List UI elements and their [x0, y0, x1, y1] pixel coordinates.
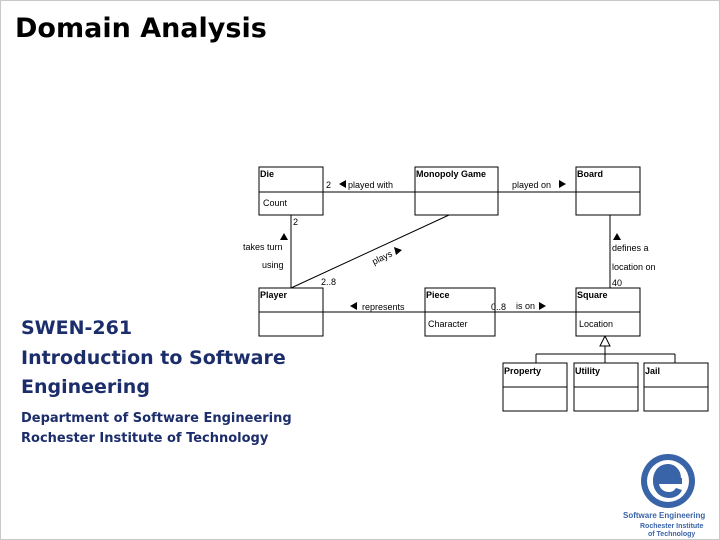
label-takes-turn: takes turn — [243, 242, 283, 252]
logo-text-line3: of Technology — [648, 531, 695, 538]
label-played-on: played on — [512, 180, 551, 190]
mult-board-square: 40 — [612, 278, 622, 288]
generalization-arrowhead — [599, 334, 611, 347]
label-using: using — [262, 260, 284, 270]
class-name-monopoly-game: Monopoly Game — [416, 169, 486, 179]
class-die — [258, 166, 324, 216]
label-defines-a: defines a — [612, 243, 649, 253]
label-represents: represents — [362, 302, 405, 312]
arrow-played-with — [339, 180, 346, 188]
course-name-line1: Introduction to Software — [21, 347, 286, 369]
label-is-on: is on — [516, 301, 535, 311]
class-name-player: Player — [260, 290, 288, 300]
arrow-defines-a — [613, 233, 621, 240]
class-name-jail: Jail — [645, 366, 660, 376]
class-name-die: Die — [260, 169, 274, 179]
uml-class-diagram: Die Monopoly Game Board Player Piece Squ… — [243, 166, 709, 412]
logo-text-line1: Software Engineering — [623, 511, 705, 520]
course-code: SWEN-261 — [21, 317, 133, 339]
label-played-with: played with — [348, 180, 393, 190]
class-name-square: Square — [577, 290, 608, 300]
class-monopoly-game — [414, 166, 499, 216]
class-name-property: Property — [504, 366, 541, 376]
class-board — [575, 166, 641, 216]
arrow-played-on — [559, 180, 566, 188]
class-piece — [424, 287, 496, 337]
class-property — [502, 362, 568, 412]
institute-name: Rochester Institute of Technology — [21, 431, 269, 446]
arrow-plays — [394, 247, 402, 255]
attribute-square-location: Location — [579, 319, 613, 329]
mult-die-end: 2 — [293, 217, 298, 227]
assoc-line-player-game — [290, 214, 450, 289]
class-name-board: Board — [577, 169, 603, 179]
software-engineering-logo: Software Engineering Rochester Institute… — [623, 454, 705, 538]
arrow-takes-turn — [280, 233, 288, 240]
arrow-is-on — [539, 302, 546, 310]
class-name-utility: Utility — [575, 366, 600, 376]
class-player — [258, 287, 324, 337]
attribute-die-count: Count — [263, 198, 288, 208]
arrow-represents — [350, 302, 357, 310]
mult-game-die: 2 — [326, 180, 331, 190]
class-jail — [643, 362, 709, 412]
class-square — [575, 287, 641, 337]
logo-text-line2: Rochester Institute — [640, 523, 704, 530]
logo-se-glyph — [653, 464, 682, 498]
class-utility — [573, 362, 639, 412]
department-name: Department of Software Engineering — [21, 411, 292, 426]
label-location-on: location on — [612, 262, 656, 272]
attribute-piece-character: Character — [428, 319, 468, 329]
course-name-line2: Engineering — [21, 376, 150, 398]
label-plays: plays — [370, 248, 394, 266]
slide-title: Domain Analysis — [15, 13, 267, 44]
class-name-piece: Piece — [426, 290, 450, 300]
mult-player-end: 2..8 — [321, 277, 336, 287]
mult-piece-square: 0..8 — [491, 302, 506, 312]
